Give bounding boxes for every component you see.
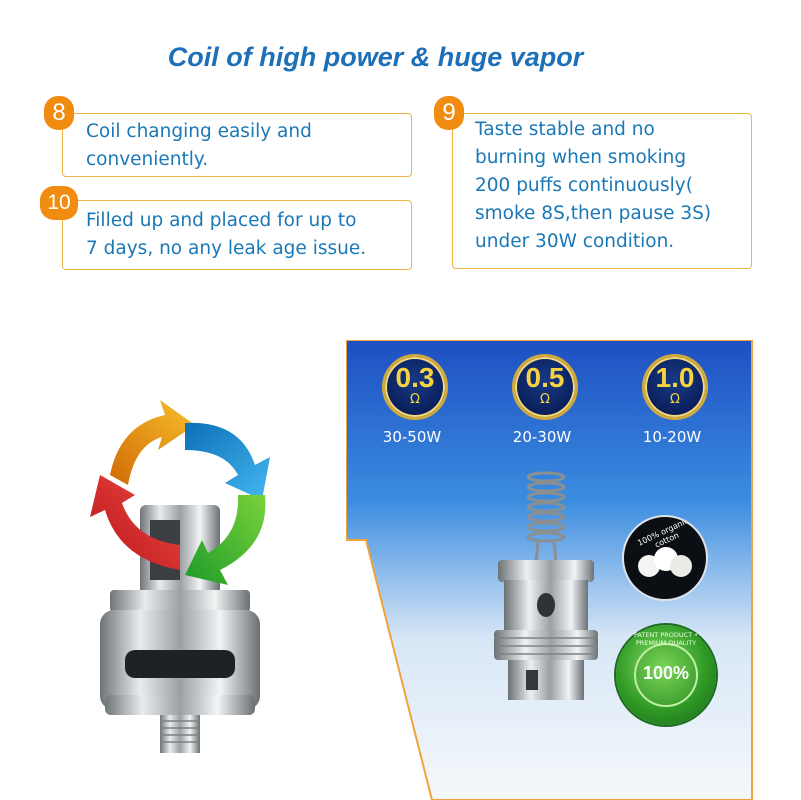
coil-value: 0.5: [525, 362, 565, 393]
organic-cotton-badge: 100% organic cotton: [622, 515, 708, 601]
feature-box-8: Coil changing easily and conveniently.: [62, 113, 412, 177]
tank-illustration: [90, 400, 270, 753]
ohm-unit: Ω: [540, 392, 550, 407]
patent-seal: 100% PATENT PRODUCT • PREMIUM QUALITY: [616, 625, 716, 725]
coil-wattage: 10-20W: [642, 428, 702, 446]
coil-value: 0.3: [395, 362, 435, 393]
coil-wire-icon: [526, 471, 566, 564]
coil-resistance-badge: 0.5 Ω: [512, 354, 578, 420]
seal-center-text: 100%: [642, 663, 690, 683]
ohm-unit: Ω: [410, 392, 420, 407]
coil-panel: 0.3 Ω 30-50W 0.5 Ω 20-30W 1.0 Ω 10-20W: [346, 340, 758, 800]
feature-box-9: Taste stable and no burning when smoking…: [452, 113, 752, 269]
coil-resistance-badge: 0.3 Ω: [382, 354, 448, 420]
cotton-boll-icon: [638, 547, 692, 583]
coil-wattage: 20-30W: [512, 428, 572, 446]
coil-resistance-badge: 1.0 Ω: [642, 354, 708, 420]
feature-text: Coil changing easily and conveniently.: [86, 121, 312, 170]
ohm-unit: Ω: [670, 392, 680, 407]
feature-badge-10: 10: [40, 186, 78, 220]
feature-badge-9: 9: [434, 96, 464, 130]
feature-badge-8: 8: [44, 96, 74, 130]
arrow-green-icon: [185, 495, 266, 585]
seal-ring-text: PATENT PRODUCT • PREMIUM QUALITY: [633, 631, 699, 647]
coil-wattage: 30-50W: [382, 428, 442, 446]
arrow-blue-icon: [185, 422, 270, 500]
feature-box-10: Filled up and placed for up to 7 days, n…: [62, 200, 412, 270]
coil-head-illustration: [494, 471, 598, 700]
arrow-red-icon: [90, 475, 180, 570]
page-title: Coil of high power & huge vapor: [167, 42, 584, 72]
feature-text: Filled up and placed for up to 7 days, n…: [86, 210, 367, 259]
arrow-orange-icon: [110, 400, 195, 485]
feature-text: Taste stable and no burning when smoking…: [475, 119, 712, 252]
coil-value: 1.0: [655, 362, 695, 393]
